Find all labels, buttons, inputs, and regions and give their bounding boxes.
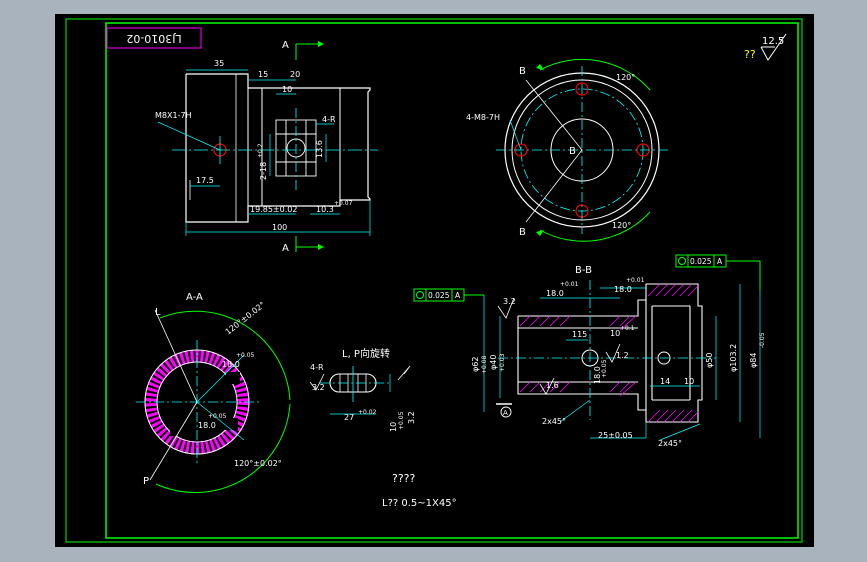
radius-label: 4-R xyxy=(322,115,336,124)
runout-left-datum: A xyxy=(455,291,461,300)
runout-right-frame: 0.025 A xyxy=(675,254,761,290)
dim-19-85: 19.85±0.02 xyxy=(250,205,297,214)
bb-dim-18-top-tol: +0.01 xyxy=(560,281,579,288)
bb-dim-18v: 18.0 xyxy=(593,366,602,384)
section-bb: B-B 0.025 A 0.025 A xyxy=(413,254,766,448)
part-code: LJ3010-02 xyxy=(126,32,181,45)
finish-16: 1.6 xyxy=(546,381,559,390)
dim-2-18: 2-18 xyxy=(259,162,268,180)
drawing-sheet xyxy=(55,14,814,547)
aa-dim-18: 18.0 xyxy=(222,360,240,369)
aa-dim-18-tol: +0.05 xyxy=(236,352,255,359)
bb-dim-62: φ62 xyxy=(471,357,480,372)
slot-view-title: L, P向旋转 xyxy=(342,347,390,360)
finish-32: 3.2 xyxy=(503,297,516,306)
bb-dim-25: 25±0.05 xyxy=(598,431,633,440)
top-view: B B B 4-M8-7H 120° 120° xyxy=(466,58,668,242)
dim-10: 10 xyxy=(282,85,292,94)
label-l: L xyxy=(155,307,161,318)
finish-prefix: ?? xyxy=(744,48,756,61)
bb-dim-84: φ84 xyxy=(749,353,758,368)
slot-view: L, P向旋转 4-R 3.2 27 +0.02 10 +0.05 3.2 xyxy=(309,347,416,432)
center-b-label: B xyxy=(569,146,576,157)
bb-dim-40-tol: +0.03 xyxy=(499,353,506,372)
drawing-frame xyxy=(105,22,799,539)
section-aa-title: A-A xyxy=(186,292,203,303)
slot-dim-10-tol: +0.05 xyxy=(398,411,405,430)
finish-12: 1.2 xyxy=(616,351,629,360)
surface-finish-symbol: ?? 12.5 xyxy=(744,33,787,61)
cut-a-bottom-label: A xyxy=(282,243,289,254)
bb-dim-10b: 10 xyxy=(684,377,694,386)
slot-finish: 3.2 xyxy=(312,383,325,392)
bb-dim-10: 10 xyxy=(610,329,620,338)
bb-dim-18v-tol: +0.05 xyxy=(601,359,608,378)
angle-top: 120° xyxy=(616,73,635,82)
bb-dim-14: 14 xyxy=(660,377,670,386)
thread-label: M8X1-7H xyxy=(155,111,192,120)
bb-dim-18-top: 18.0 xyxy=(546,289,564,298)
slot-dim-27-tol: +0.02 xyxy=(358,409,377,416)
runout-left-frame: 0.025 A xyxy=(413,288,484,302)
angle-bottom: 120° xyxy=(612,221,631,230)
dim-17-5: 17.5 xyxy=(196,176,214,185)
cut-b-top-label: B xyxy=(519,66,526,77)
slot-radius-label: 4-R xyxy=(310,363,324,372)
cut-b-bottom-label: B xyxy=(519,227,526,238)
outer-border xyxy=(65,18,803,543)
runout-right-value: 0.025 xyxy=(690,257,712,266)
runout-right-datum: A xyxy=(717,257,723,266)
label-p: P xyxy=(143,476,149,487)
bb-dim-84-tol: -0.05 xyxy=(759,332,766,348)
aa-inner-tol: +0.05 xyxy=(208,413,227,420)
front-view: A A 35 15 20 10 M8X1-7H 4-R 17.5 xyxy=(155,40,378,254)
datum-a: A xyxy=(503,409,508,417)
chamfer-right: 2x45° xyxy=(658,439,682,448)
bb-dim-115: 115 xyxy=(572,330,587,339)
section-bb-title: B-B xyxy=(575,265,592,276)
aa-angle-bottom: 120°±0.02° xyxy=(234,459,282,468)
aa-inner-dim: 18.0 xyxy=(198,421,216,430)
bb-dim-103: φ103.2 xyxy=(729,344,738,372)
runout-left-value: 0.025 xyxy=(428,291,450,300)
bb-dim-40: φ40 xyxy=(489,355,498,370)
slot-dim-27: 27 xyxy=(344,413,354,422)
top-thread-label: 4-M8-7H xyxy=(466,113,500,122)
notes-line1: L?? 0.5~1X45° xyxy=(382,498,457,509)
bb-dim-18-right-tol: +0.01 xyxy=(626,277,645,284)
dim-15: 15 xyxy=(258,70,268,79)
finish-value: 12.5 xyxy=(762,36,784,47)
bb-dim-18-right: 18.0 xyxy=(614,285,632,294)
dim-10-3-tol: +0.07 xyxy=(334,200,353,207)
bb-dim-62-tol: +0.08 xyxy=(481,355,488,374)
dim-35: 35 xyxy=(214,59,224,68)
technical-notes: ???? L?? 0.5~1X45° xyxy=(382,472,457,509)
notes-title: ???? xyxy=(392,472,416,485)
dim-2-18-tol: +0.2 xyxy=(257,143,264,158)
slot-dim-10: 10 xyxy=(389,422,398,432)
bb-dim-50: φ50 xyxy=(705,353,714,368)
dim-100: 100 xyxy=(272,223,287,232)
slot-finish-side: 3.2 xyxy=(407,411,416,424)
chamfer-left: 2x45° xyxy=(542,417,566,426)
bb-dim-10-tol: +0.1 xyxy=(620,325,635,332)
part-code-box: LJ3010-02 xyxy=(106,27,202,49)
dim-10-3: 10.3 xyxy=(316,205,334,214)
bb-hatch xyxy=(519,283,699,423)
dim-20: 20 xyxy=(290,70,300,79)
dim-13-6: 13.6 xyxy=(315,140,324,158)
cut-a-top-label: A xyxy=(282,40,289,51)
